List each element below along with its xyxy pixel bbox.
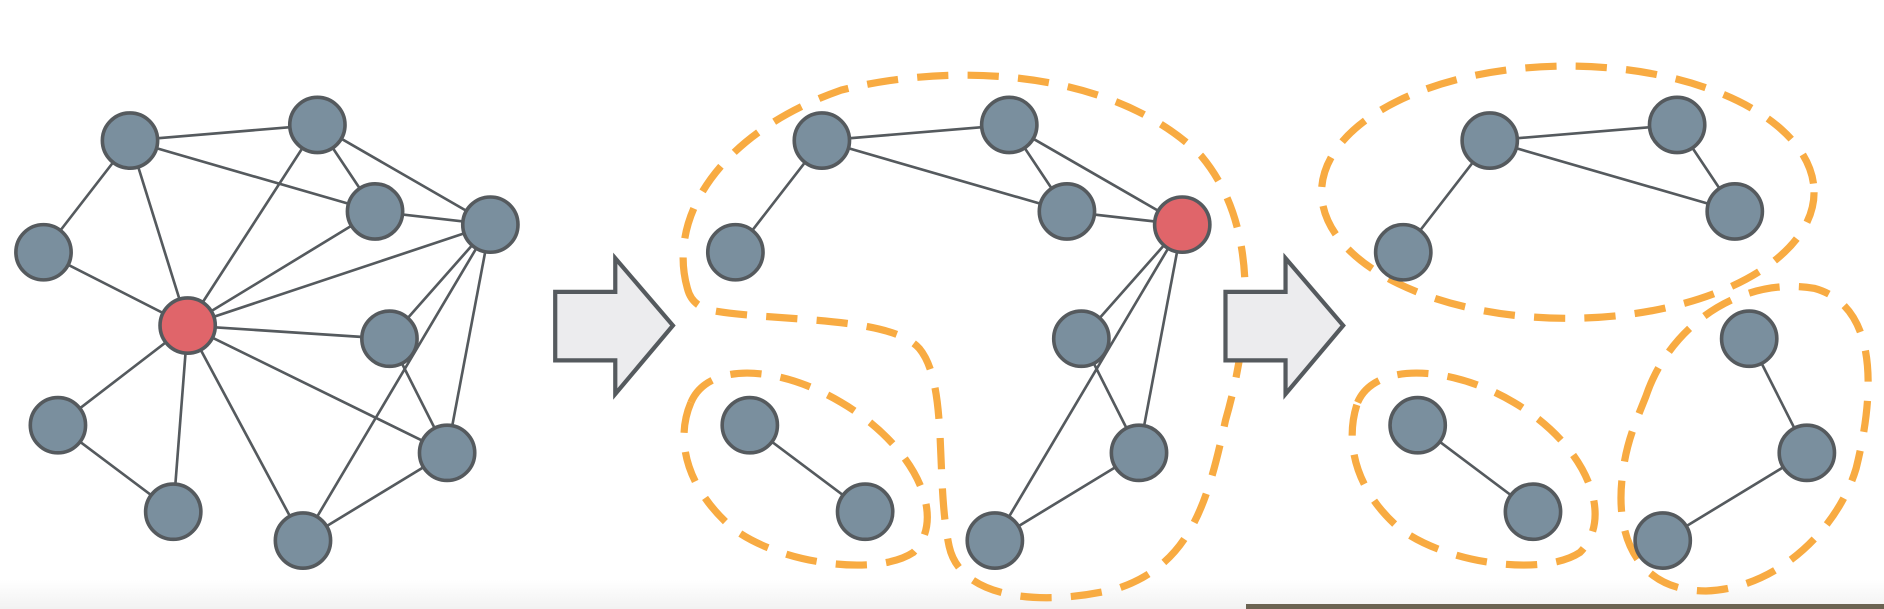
edge	[301, 223, 492, 542]
graph-node	[287, 95, 347, 155]
graph-node	[1647, 95, 1707, 155]
graph-node	[1777, 423, 1837, 483]
edge	[129, 123, 318, 142]
bottom-bar	[1246, 604, 1884, 609]
community-outlines	[679, 62, 1872, 602]
community-outline-bottom-right	[1617, 282, 1872, 595]
block-arrow-right-icon	[1223, 252, 1346, 400]
edge	[821, 139, 1068, 213]
graph-node	[792, 111, 852, 170]
edge	[187, 324, 390, 341]
community-outline-large	[679, 71, 1249, 602]
graph-node	[100, 111, 160, 170]
graph-node	[1460, 111, 1520, 170]
edges	[42, 123, 1809, 542]
graph-node	[1373, 222, 1433, 282]
edge	[1137, 224, 1184, 454]
graph-node	[1719, 309, 1779, 369]
graph-node	[360, 309, 419, 369]
graph-node	[28, 395, 88, 455]
graph-node	[273, 511, 333, 570]
graph-node	[1503, 482, 1563, 542]
community-outline-top	[1317, 62, 1818, 322]
top-band	[0, 0, 1884, 50]
edge	[1489, 139, 1736, 213]
graph-node	[835, 482, 895, 542]
edge	[129, 139, 376, 213]
graph-node	[1109, 423, 1169, 483]
edge	[821, 123, 1010, 142]
graph-node	[1037, 181, 1097, 241]
edge	[187, 324, 448, 455]
highlighted-node	[158, 296, 218, 355]
graph-node	[143, 482, 203, 542]
graph-node	[705, 222, 765, 282]
block-arrow-right-icon	[553, 252, 676, 400]
graph-node	[965, 511, 1025, 570]
community-outline-small	[680, 369, 931, 569]
graph-node	[1633, 511, 1693, 570]
edge	[186, 210, 376, 327]
edge	[1008, 123, 1183, 226]
community-outline-bottom-left	[1348, 369, 1599, 569]
edge	[128, 140, 189, 326]
edge	[186, 124, 319, 327]
edge	[993, 223, 1184, 542]
edge	[316, 123, 492, 226]
highlighted-node	[1152, 195, 1212, 255]
graph-node	[14, 222, 73, 282]
edge	[1489, 123, 1678, 142]
graph-node	[1051, 309, 1111, 369]
arrows	[553, 252, 1346, 400]
graph-node	[345, 181, 405, 241]
edge	[445, 224, 492, 454]
nodes	[14, 95, 1837, 570]
graph-node	[1388, 395, 1448, 455]
graph-node	[720, 395, 780, 455]
graph-node	[1705, 181, 1765, 241]
graph-node	[460, 195, 520, 255]
graph-node	[417, 423, 477, 483]
graph-node	[979, 95, 1039, 155]
edge	[186, 324, 305, 542]
edge	[187, 223, 491, 327]
edge	[171, 325, 189, 512]
